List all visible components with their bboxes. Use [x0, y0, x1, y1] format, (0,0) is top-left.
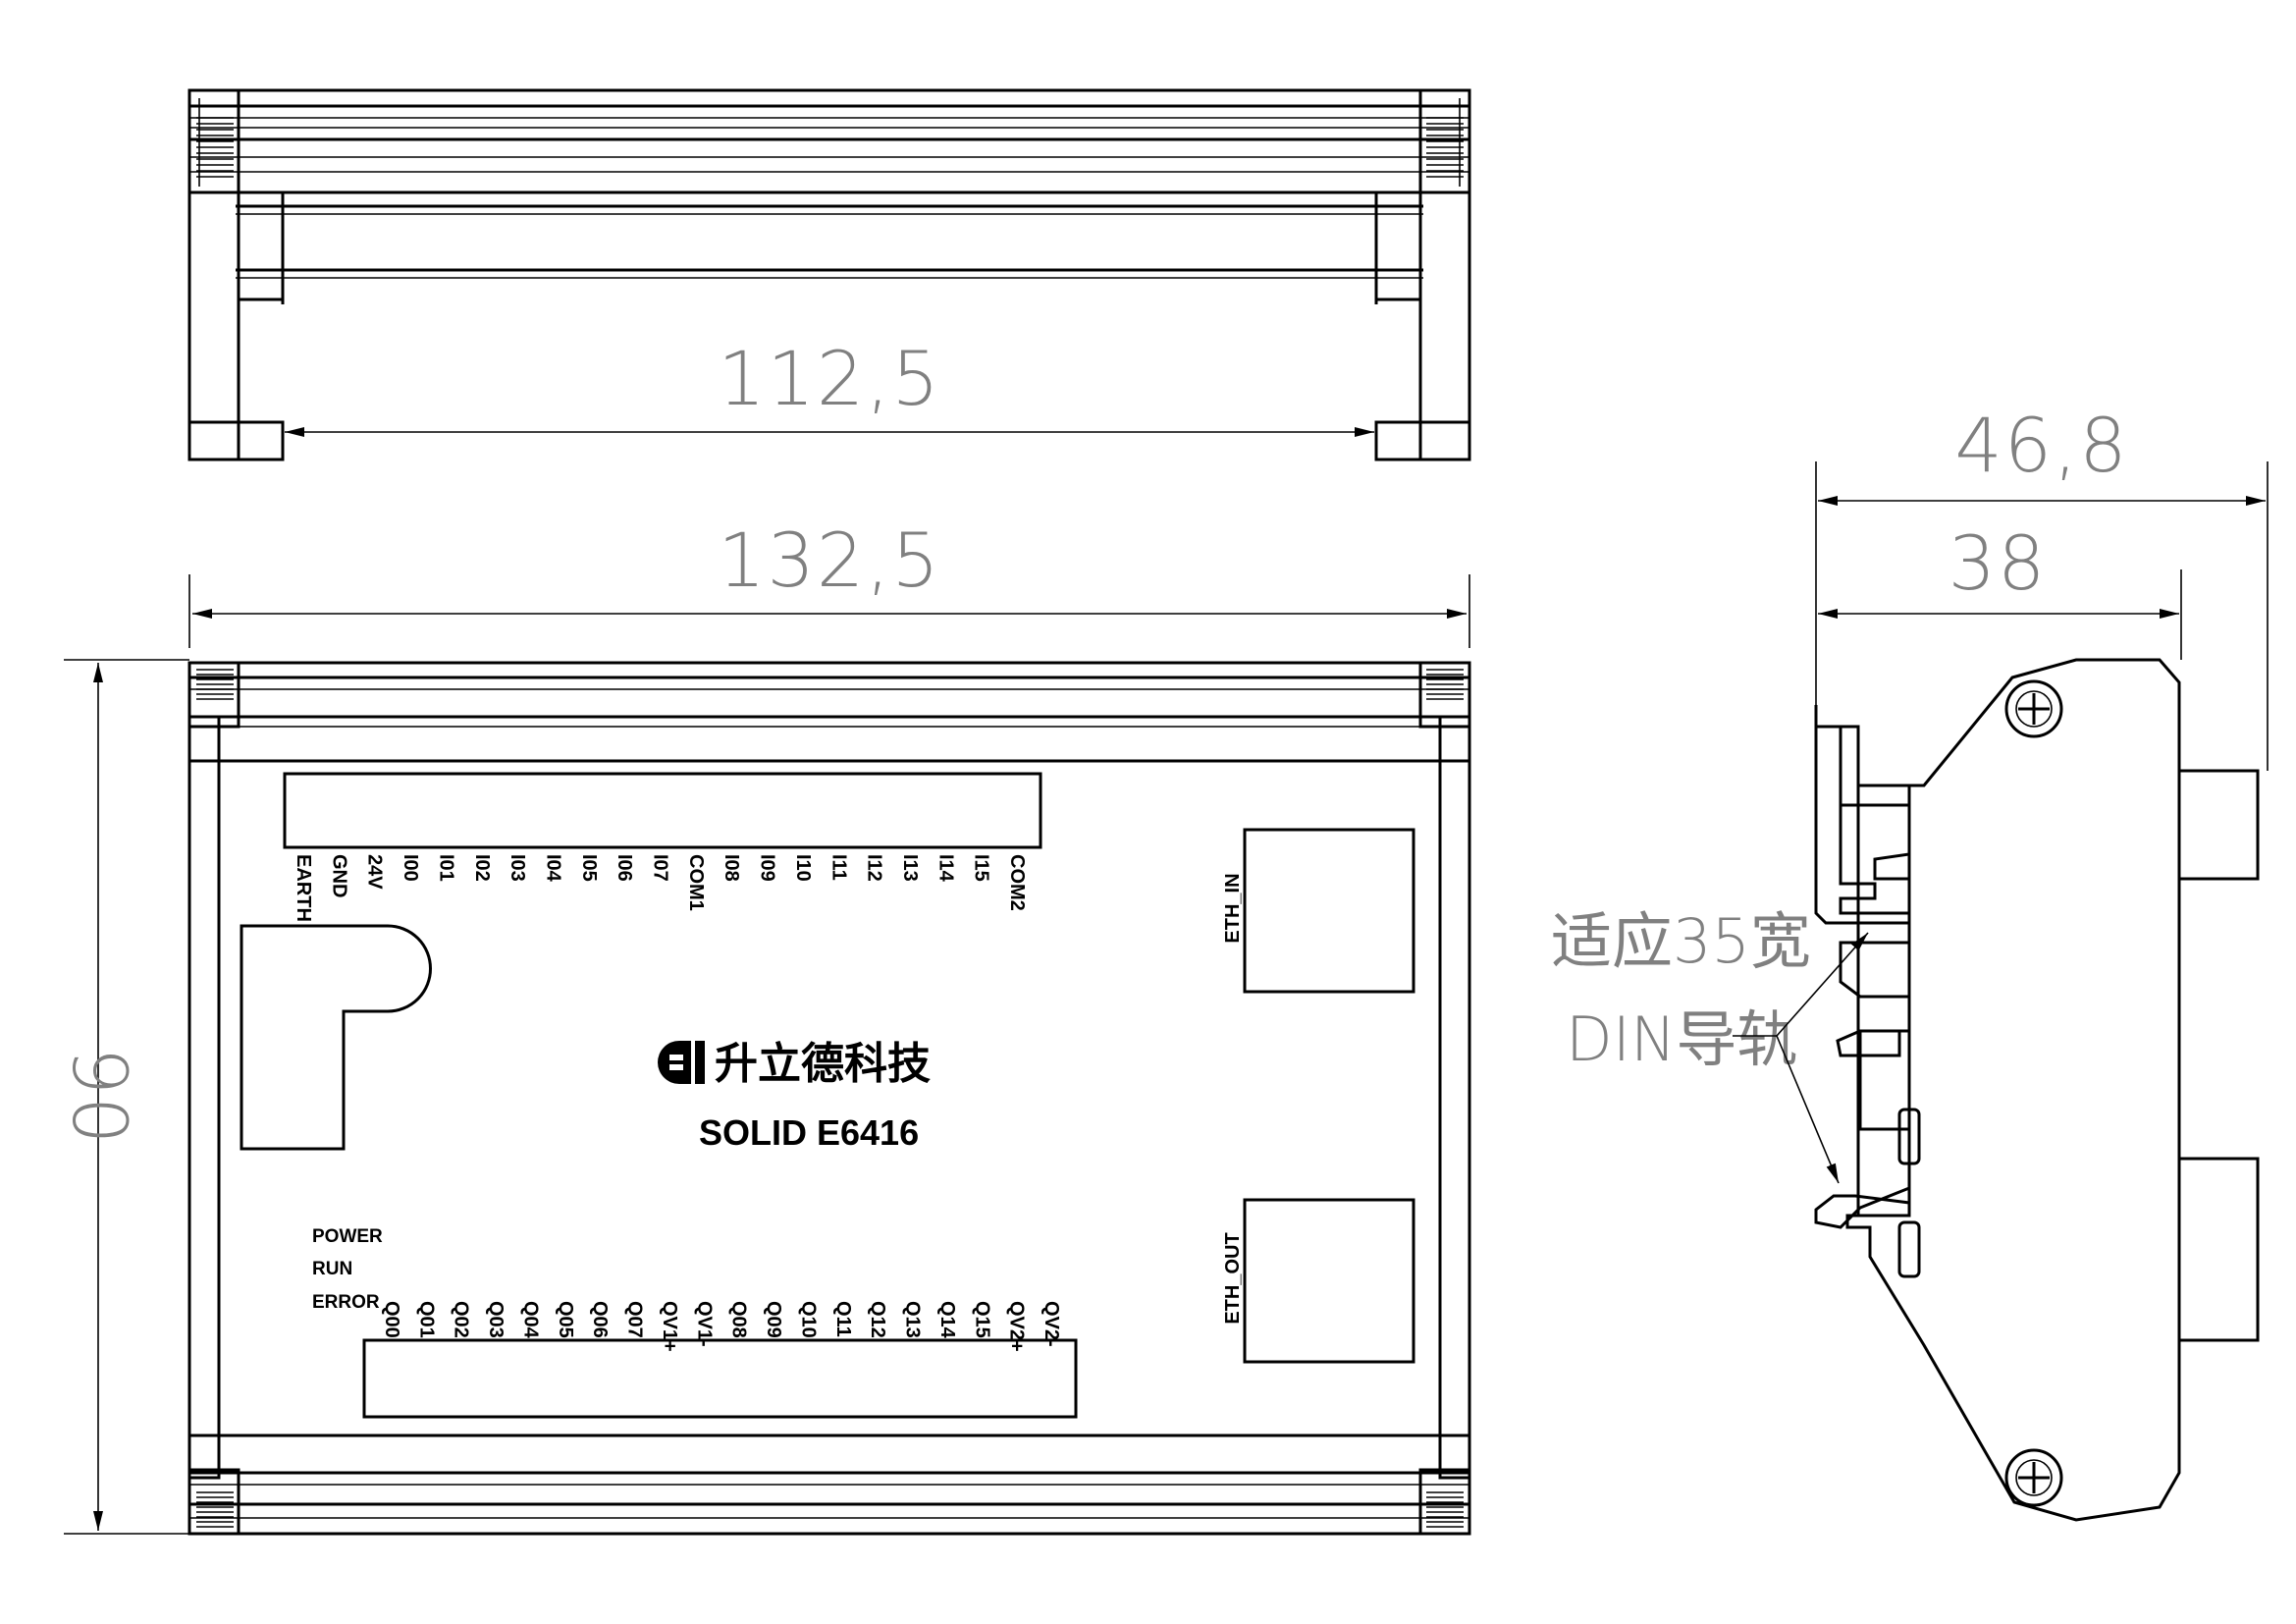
- top-pin-i07: I07: [650, 854, 671, 882]
- side-view: [1814, 658, 2260, 1522]
- top-pin-i00: I00: [400, 854, 421, 882]
- top-pin-i04: I04: [543, 854, 564, 883]
- led-label-run: RUN: [312, 1259, 352, 1279]
- bottom-pin-q00: Q00: [381, 1301, 402, 1338]
- top-terminal-labels: EARTH GND 24V I00 I01 I02 I03 I04 I05 I06 I07 COM1 I…: [293, 854, 1028, 922]
- bottom-pin-q04: Q04: [520, 1301, 542, 1339]
- bottom-pin-q08: Q08: [728, 1301, 750, 1338]
- bottom-terminal-labels: Q00 Q01 Q02 Q03 Q04 Q05 Q06 Q07 QV1+ QV1- Q08 Q09 Q1…: [381, 1301, 1062, 1352]
- top-pin-i01: I01: [435, 854, 456, 882]
- bottom-pin-q01: Q01: [415, 1301, 437, 1338]
- top-pin-i02: I02: [471, 854, 493, 882]
- front-end-cap-br: [1418, 1468, 1471, 1536]
- dimension-top-inner: 112,5: [285, 335, 1374, 437]
- top-pin-24v: 24V: [364, 854, 386, 890]
- bottom-pin-q10: Q10: [797, 1301, 819, 1338]
- bottom-pin-qv2minus: QV2-: [1041, 1301, 1062, 1347]
- dim-overall-width: 132,5: [718, 516, 941, 604]
- top-pin-i12: I12: [864, 854, 885, 882]
- bottom-pin-q06: Q06: [589, 1301, 611, 1338]
- top-pin-i10: I10: [792, 854, 814, 882]
- top-terminal-block: [283, 772, 1042, 849]
- bottom-pin-qv1plus: QV1+: [659, 1301, 680, 1352]
- bottom-pin-qv1minus: QV1-: [693, 1301, 715, 1347]
- top-pin-i15: I15: [971, 854, 992, 882]
- dim-height: 90: [56, 1048, 143, 1147]
- top-pin-i11: I11: [828, 854, 849, 881]
- top-pin-com1: COM1: [685, 854, 707, 911]
- callout-line-2: DIN导轨: [1566, 1003, 1797, 1075]
- top-pin-earth: EARTH: [293, 854, 314, 922]
- top-pin-gnd: GND: [328, 854, 349, 897]
- bottom-pin-q15: Q15: [971, 1301, 992, 1338]
- dimension-depth: 46,8 38: [1815, 402, 2269, 771]
- bottom-pin-q02: Q02: [451, 1301, 472, 1338]
- bottom-pin-q03: Q03: [485, 1301, 507, 1338]
- bottom-pin-q05: Q05: [555, 1301, 576, 1338]
- front-face-panel: [217, 759, 1442, 1437]
- dim-top-inner-width: 112,5: [718, 335, 941, 422]
- top-pin-i14: I14: [934, 854, 956, 883]
- top-pin-i09: I09: [757, 854, 778, 882]
- side-screw-bottom-icon: [2004, 1448, 2063, 1507]
- dimension-height: 90: [56, 659, 189, 1535]
- led-label-error: ERROR: [312, 1292, 380, 1313]
- brand-logo-icon: [658, 1041, 705, 1084]
- dimension-overall-width: 132,5: [188, 516, 1470, 648]
- top-pin-i06: I06: [614, 854, 635, 882]
- top-pin-i13: I13: [899, 854, 921, 882]
- bottom-pin-q11: Q11: [832, 1301, 854, 1337]
- front-end-cap-tl: [187, 661, 240, 729]
- front-end-cap-tr: [1418, 661, 1471, 729]
- eth-out-label: ETH_OUT: [1222, 1232, 1244, 1324]
- eth-out-port: [1243, 1198, 1415, 1364]
- bottom-terminal-block: [362, 1338, 1078, 1419]
- eth-in-label: ETH_IN: [1222, 873, 1244, 943]
- model-name: SOLID E6416: [699, 1112, 919, 1153]
- front-end-cap-bl: [187, 1468, 240, 1536]
- callout-line-1: 适应35宽: [1551, 905, 1811, 977]
- top-view: [187, 88, 1471, 461]
- brand-name: 升立德科技: [715, 1039, 931, 1089]
- eth-in-port: [1243, 828, 1415, 994]
- bottom-pin-q09: Q09: [763, 1301, 784, 1338]
- front-view-grip: [196, 669, 1464, 1528]
- led-labels: POWER RUN ERROR: [312, 1226, 383, 1313]
- dim-depth-total: 46,8: [1954, 402, 2128, 489]
- din-rail-callout: 适应35宽 DIN导轨: [1551, 905, 1869, 1184]
- front-view: [187, 661, 1471, 1536]
- side-upper-connector: [2177, 769, 2260, 881]
- side-screw-top-icon: [2004, 679, 2063, 738]
- top-pin-com2: COM2: [1006, 854, 1028, 911]
- brand-block: 升立德科技 SOLID E6416: [658, 1039, 931, 1153]
- top-view-grip: [196, 117, 1464, 178]
- l-shaped-connector: [240, 924, 432, 1151]
- bottom-pin-q12: Q12: [867, 1301, 888, 1338]
- dim-depth-body: 38: [1949, 519, 2048, 607]
- top-pin-i05: I05: [578, 854, 600, 882]
- top-pin-i03: I03: [507, 854, 528, 882]
- led-label-power: POWER: [312, 1226, 383, 1247]
- bottom-pin-q07: Q07: [624, 1301, 646, 1338]
- side-body-outline: [1814, 658, 2181, 1522]
- bottom-pin-q13: Q13: [902, 1301, 924, 1338]
- bottom-pin-q14: Q14: [936, 1301, 958, 1339]
- top-pin-i08: I08: [721, 854, 742, 882]
- side-lower-connector: [2177, 1157, 2260, 1342]
- bottom-pin-qv2plus: QV2+: [1006, 1301, 1028, 1352]
